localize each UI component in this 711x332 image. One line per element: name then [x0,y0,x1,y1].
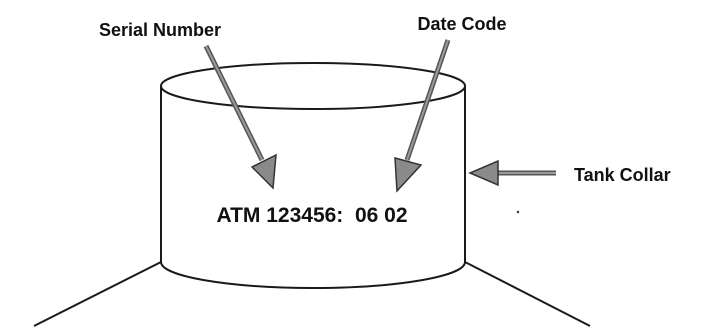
tank-body-left-edge [33,261,162,327]
tank-body-right-edge [464,261,591,327]
date-code-arrow [394,39,451,193]
date-code-arrowhead [394,157,423,193]
tank-collar-cylinder [160,62,466,289]
scan-speck [516,210,520,214]
serial-number-arrow [203,44,277,190]
serial-number-label: Serial Number [99,20,221,40]
tank-collar-arrow [468,159,556,187]
serial-number-arrowhead [250,153,277,190]
date-code-label: Date Code [417,14,506,34]
collar-marking-text: ATM 123456: 06 02 [216,204,407,227]
collar-bottom-rim [160,261,466,289]
collar-top-rim [160,62,466,110]
tank-collar-label: Tank Collar [574,165,671,185]
tank-collar-arrowhead [468,159,499,187]
